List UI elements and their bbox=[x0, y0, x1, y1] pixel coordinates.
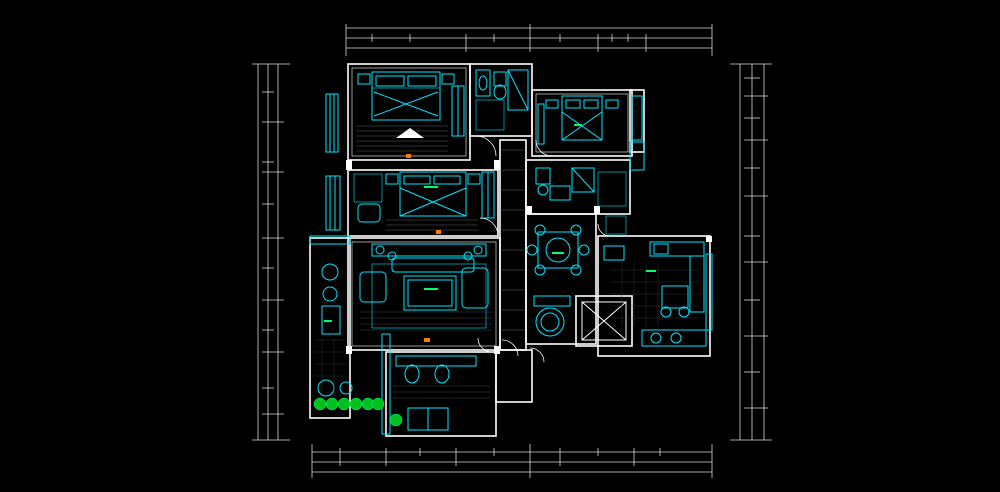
secondary-bathroom bbox=[535, 167, 627, 207]
living-room bbox=[359, 243, 489, 329]
single-bed bbox=[561, 95, 603, 141]
round-table bbox=[535, 307, 565, 337]
study-room bbox=[395, 355, 477, 431]
dimension-lines bbox=[252, 24, 772, 478]
bathroom-door-swing bbox=[475, 135, 497, 157]
bed bbox=[399, 171, 467, 217]
master-bedroom bbox=[357, 71, 465, 137]
bedroom-small-door-swing bbox=[535, 139, 553, 157]
windows bbox=[309, 93, 713, 435]
toilet bbox=[493, 71, 507, 87]
bottom-dimension-ticks bbox=[311, 444, 713, 478]
counter-top bbox=[649, 241, 705, 257]
nightstand-left bbox=[357, 73, 371, 85]
master-bedroom-floor-hatch bbox=[356, 125, 448, 152]
plants bbox=[313, 397, 403, 427]
vanity bbox=[475, 69, 491, 97]
door-marker bbox=[406, 154, 411, 158]
coffee-table bbox=[403, 275, 457, 311]
kitchen bbox=[603, 215, 707, 347]
top-dimension-ticks bbox=[345, 24, 713, 56]
sofa-left bbox=[359, 271, 387, 303]
armchair bbox=[357, 203, 381, 223]
second-bedroom-floor-hatch bbox=[386, 219, 478, 231]
living-room-floor-hatch bbox=[360, 311, 492, 331]
left-dimension-ticks bbox=[252, 63, 290, 441]
stair-shaft bbox=[581, 301, 627, 341]
rug bbox=[371, 263, 487, 329]
desk-bottom bbox=[395, 355, 477, 367]
door-swings bbox=[477, 223, 611, 363]
corridor-floor-hatch bbox=[502, 149, 524, 331]
shower bbox=[507, 69, 529, 111]
island bbox=[661, 285, 689, 309]
counter-side bbox=[689, 255, 705, 313]
stair-arrow bbox=[396, 128, 424, 138]
dining-room bbox=[526, 224, 590, 337]
dining-table bbox=[537, 231, 579, 269]
study-floor-hatch bbox=[392, 385, 490, 399]
bath-cabinet bbox=[475, 99, 505, 131]
right-dimension-ticks bbox=[730, 63, 772, 441]
wall-columns bbox=[346, 160, 712, 354]
sideboard bbox=[533, 295, 571, 307]
room-label-bedroom-small: · bbox=[571, 118, 573, 124]
sofa-top bbox=[391, 257, 475, 273]
second-bedroom-door-swing bbox=[479, 217, 499, 237]
door-marker-2 bbox=[436, 230, 441, 234]
desk bbox=[537, 103, 545, 145]
room-tag-marks bbox=[324, 124, 656, 322]
kitchen-floor-grid bbox=[610, 262, 700, 326]
sofa-right bbox=[461, 267, 489, 309]
second-bedroom bbox=[353, 171, 495, 223]
balcony-floor-grid bbox=[314, 338, 346, 396]
master-bathroom bbox=[475, 69, 529, 131]
exterior-walls bbox=[309, 63, 711, 437]
door-marker-3 bbox=[424, 338, 430, 342]
nightstand-right bbox=[441, 73, 455, 85]
tv-cabinet bbox=[371, 243, 487, 257]
